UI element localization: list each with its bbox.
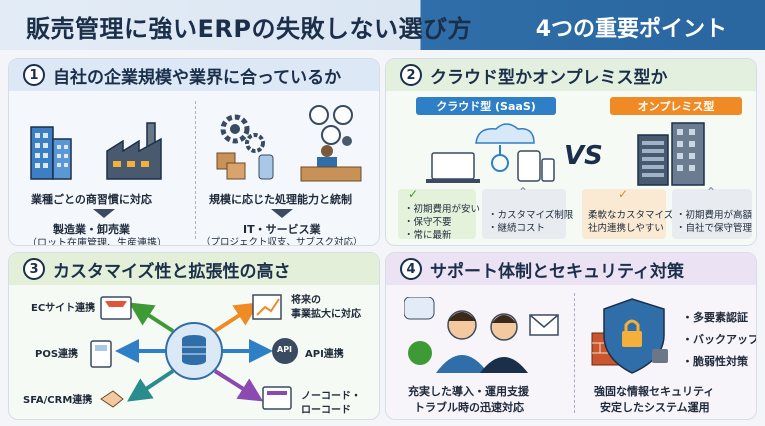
panel-number: 4: [400, 258, 422, 280]
cloud-pros-box: [398, 189, 476, 239]
future-label-2: 事業拡大に対応: [291, 309, 361, 320]
left-industry: 製造業・卸売業: [53, 223, 130, 236]
down-arrow-icon: [271, 209, 293, 218]
security-bullet: ・バックアップ: [682, 333, 757, 346]
gears-office-icon: [216, 105, 362, 182]
cloud-cons-box: [482, 189, 566, 239]
panel-company-fit: 1 自社の企業規模や業界に合っているか 業種ごとの商習慣に対応 製造業・卸売業 …: [8, 58, 380, 246]
check-icon: ✓: [618, 187, 629, 201]
security-bullet: ・脆弱性対策: [682, 355, 748, 368]
cloud-cons: ・カスタマイズ制限 ・継続コスト: [488, 210, 574, 234]
onprem-cons-box: [672, 189, 752, 239]
cloud-devices-icon: [426, 123, 555, 183]
sfa-label: SFA/CRM連携: [23, 395, 93, 406]
panel-title-text: サポート体制とセキュリティ対策: [430, 261, 684, 282]
panel-number: 3: [23, 258, 45, 280]
onprem-pros: 柔軟なカスタマイズ 社内連携しやすい: [588, 210, 674, 234]
security-bullet: ・多要素認証: [682, 311, 748, 324]
cloud-tag: クラウド型 (SaaS): [416, 97, 556, 115]
security-line-2: 安定したシステム運用: [600, 401, 710, 414]
vs-label: VS: [564, 141, 603, 171]
onprem-pros-box: [582, 189, 666, 239]
panel-title-text: カスタマイズ性と拡張性の高さ: [53, 261, 291, 282]
caret-up-icon: ⌃: [706, 185, 717, 199]
integration-diagram: [90, 294, 298, 410]
check-icon: ✓: [408, 187, 419, 201]
right-caption: 規模に応じた処理能力と統制: [209, 193, 352, 206]
buildings-factory-icon: [30, 122, 162, 180]
support-line-2: トラブル時の迅速対応: [414, 401, 524, 414]
panel-title-text: クラウド型かオンプレミス型か: [430, 67, 668, 88]
nocode-label-1: ノーコード・: [301, 391, 361, 402]
panel-title: 4 サポート体制とセキュリティ対策: [386, 253, 756, 285]
onprem-cons: ・初期費用が高額 ・自社で保守管理: [676, 210, 753, 234]
pos-label: POS連携: [35, 349, 79, 360]
panel-title: 3 カスタマイズ性と拡張性の高さ: [9, 253, 379, 285]
panel-title: 1 自社の企業規模や業界に合っているか: [9, 59, 379, 91]
divider: [195, 101, 196, 239]
panel-number: 2: [400, 64, 422, 86]
api-badge: API: [277, 345, 293, 354]
server-building-icon: [637, 122, 705, 186]
panel-title: 2 クラウド型かオンプレミス型か: [386, 59, 756, 91]
panel-customization: 3 カスタマイズ性と拡張性の高さ API ECサイト連携 POS連携 SF: [8, 252, 380, 420]
header: 販売管理に強いERPの失敗しない選び方 4つの重要ポイント: [0, 0, 765, 50]
page-title: 販売管理に強いERPの失敗しない選び方: [26, 15, 472, 43]
panel-support-security: 4 サポート体制とセキュリティ対策 充実した導入・運用支援 トラブル時の迅速対応…: [385, 252, 757, 420]
left-detail: （ロット在庫管理、生産連携）: [27, 238, 167, 246]
panel-cloud-vs-onprem: 2 クラウド型かオンプレミス型か クラウド型 (SaaS) オンプレミス型 VS…: [385, 58, 757, 246]
onprem-tag: オンプレミス型: [610, 97, 742, 115]
down-arrow-icon: [93, 209, 115, 218]
cloud-pros: ・初期費用が安い ・保守不要 ・常に最新: [404, 204, 481, 241]
caret-up-icon: ⌃: [518, 185, 529, 199]
right-industry: IT・サービス業: [243, 223, 321, 236]
future-label-1: 将来の: [291, 295, 321, 306]
support-staff-icon: [404, 297, 559, 373]
security-line-1: 強固な情報セキュリティ: [594, 385, 715, 398]
ec-label: ECサイト連携: [31, 303, 96, 314]
left-caption: 業種ごとの商習慣に対応: [31, 193, 152, 206]
right-detail: （プロジェクト収支、サブスク対応）: [201, 237, 363, 246]
page-subtitle: 4つの重要ポイント: [535, 17, 727, 42]
panel-number: 1: [23, 64, 45, 86]
support-line-1: 充実した導入・運用支援: [408, 385, 529, 398]
shield-lock-icon: [591, 298, 668, 374]
api-label: API連携: [305, 349, 344, 360]
divider: [574, 293, 575, 413]
panel-title-text: 自社の企業規模や業界に合っているか: [53, 67, 342, 88]
nocode-label-2: ローコード: [301, 405, 351, 416]
